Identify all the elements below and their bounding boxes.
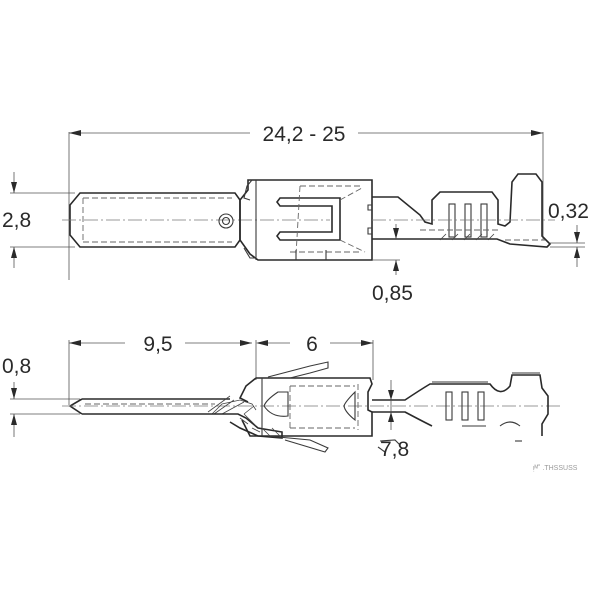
arrow-left-icon <box>256 340 268 346</box>
dimension-offset: 0,85 <box>372 224 413 305</box>
dimension-partial-label: 7,8 <box>377 438 409 461</box>
dimension-body-length: 6 <box>255 333 374 380</box>
dim-label-pin-thickness: 0,8 <box>2 355 31 378</box>
arrow-up-icon <box>11 247 17 258</box>
arrow-up-icon <box>11 414 17 425</box>
lock-body <box>239 179 373 261</box>
arrow-left-icon <box>69 130 81 136</box>
dimension-pin-length: 9,5 <box>68 333 252 405</box>
dim-label-blade-height: 2,8 <box>2 209 31 232</box>
dimension-blade-height: 2,8 <box>2 172 75 268</box>
arrow-down-icon <box>574 232 580 243</box>
dimension-gap-arrows <box>388 380 394 430</box>
contact-body <box>207 361 373 453</box>
dim-label-partial: 7,8 <box>380 438 409 461</box>
arrow-left-icon <box>69 340 81 346</box>
blade <box>62 192 330 248</box>
crimp-section-side <box>372 372 549 442</box>
bottom-view: 9,5 6 0,8 <box>2 333 560 461</box>
arrow-right-icon <box>531 130 543 136</box>
dim-label-offset: 0,85 <box>372 282 413 305</box>
arrow-up-icon <box>574 247 580 258</box>
arrow-right-icon <box>361 340 373 346</box>
dim-label-body-length: 6 <box>306 333 318 356</box>
arrow-up-icon <box>388 412 394 422</box>
dimension-pin-thickness: 0,8 <box>2 355 80 437</box>
arrow-down-icon <box>11 388 17 399</box>
dim-label-overall-length: 24,2 - 25 <box>263 123 346 146</box>
arrow-down-icon <box>393 228 399 239</box>
watermark-text: ᴉᴹ˚ .THSSUSS <box>533 464 578 472</box>
arrow-down-icon <box>388 390 394 400</box>
dim-label-thickness: 0,32 <box>548 200 589 223</box>
arrow-right-icon <box>240 340 252 346</box>
arrow-up-icon <box>393 260 399 271</box>
dimension-thickness: 0,32 <box>548 200 589 267</box>
dimension-overall-length: 24,2 - 25 <box>68 123 544 280</box>
top-view: 24,2 - 25 2,8 <box>2 123 589 305</box>
crimp-section <box>372 173 555 248</box>
arrow-down-icon <box>11 182 17 193</box>
pin <box>62 398 560 415</box>
dim-label-pin-length: 9,5 <box>143 333 172 356</box>
